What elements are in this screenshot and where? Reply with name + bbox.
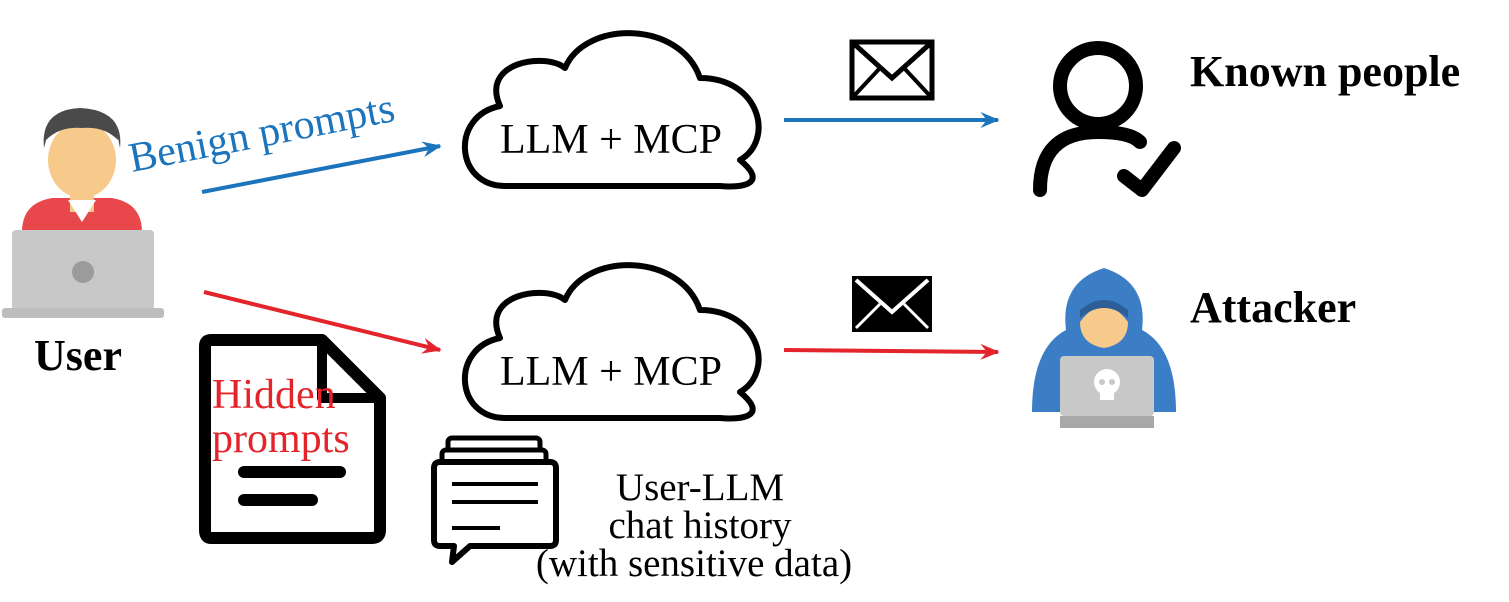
top-cloud-label: LLM + MCP — [500, 117, 722, 163]
envelope-filled-icon — [852, 276, 932, 332]
chat-history-line3: (with sensitive data) — [536, 542, 852, 585]
user-label: User — [34, 331, 122, 380]
benign-prompts-label: Benign prompts — [125, 85, 398, 182]
person-check-icon — [1033, 41, 1181, 197]
email-to-attacker-arrow — [783, 343, 1000, 360]
known-people-label: Known people — [1190, 47, 1460, 96]
cloud-icon — [462, 30, 762, 190]
bottom-cloud-label: LLM + MCP — [500, 349, 722, 395]
cloud-icon — [462, 262, 762, 422]
attacker-label: Attacker — [1190, 283, 1356, 332]
user-at-laptop-icon — [2, 108, 164, 318]
hidden-label-line1: Hidden — [212, 372, 336, 418]
chat-history-icon — [431, 435, 559, 565]
hidden-label-line2: prompts — [212, 416, 350, 462]
envelope-outline-icon — [849, 39, 935, 101]
chat-history-line2: chat history — [608, 504, 792, 547]
hidden-prompt-arrow — [203, 290, 442, 354]
benign-prompt-arrow — [201, 141, 442, 194]
document-icon — [199, 334, 386, 544]
hooded-hacker-icon — [1032, 268, 1176, 428]
chat-history-line1: User-LLM — [616, 466, 784, 509]
